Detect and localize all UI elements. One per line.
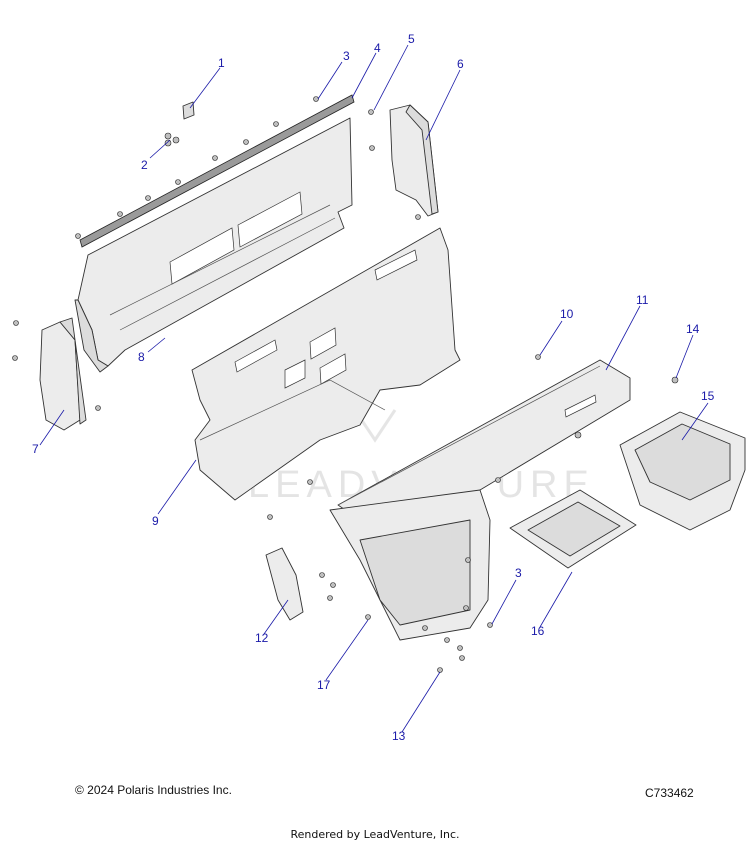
callout-16: 16 <box>531 624 545 638</box>
callout-17: 17 <box>317 678 331 692</box>
part-6-side-bolster <box>389 104 439 217</box>
part-16-tray <box>509 489 637 569</box>
callout-10: 10 <box>560 307 574 321</box>
callout-3b: 3 <box>515 566 522 580</box>
part-8-rear-panel <box>74 117 353 373</box>
callout-14: 14 <box>686 322 700 336</box>
callout-6: 6 <box>457 57 464 71</box>
part-4-trim-strip <box>79 94 355 248</box>
part-7-side-bolster <box>12 317 101 431</box>
callouts: 1 2 3 4 5 6 7 8 9 10 11 14 15 16 12 17 1… <box>32 32 715 743</box>
callout-12: 12 <box>255 631 269 645</box>
storage-bin <box>329 489 491 641</box>
callout-2: 2 <box>141 158 148 172</box>
part-2-clips <box>164 132 180 147</box>
callout-13: 13 <box>392 729 406 743</box>
misc-fasteners <box>267 354 679 673</box>
part-12-cushion <box>265 547 304 621</box>
copyright-text: © 2024 Polaris Industries Inc. <box>75 783 232 797</box>
figure-id: C733462 <box>645 786 694 800</box>
callout-1: 1 <box>218 56 225 70</box>
callout-11: 11 <box>636 293 649 307</box>
part-9-floor-panel <box>191 227 461 501</box>
callout-15: 15 <box>701 389 715 403</box>
callout-5: 5 <box>408 32 415 46</box>
callout-9: 9 <box>152 514 159 528</box>
callout-8: 8 <box>138 350 145 364</box>
leader-lines <box>39 44 709 733</box>
panel-screws <box>75 96 421 239</box>
callout-7: 7 <box>32 442 39 456</box>
part-15-deep-bin <box>619 411 746 531</box>
callout-3a: 3 <box>343 49 350 63</box>
callout-4: 4 <box>374 41 381 55</box>
rendered-by-text: Rendered by LeadVenture, Inc. <box>290 828 460 841</box>
